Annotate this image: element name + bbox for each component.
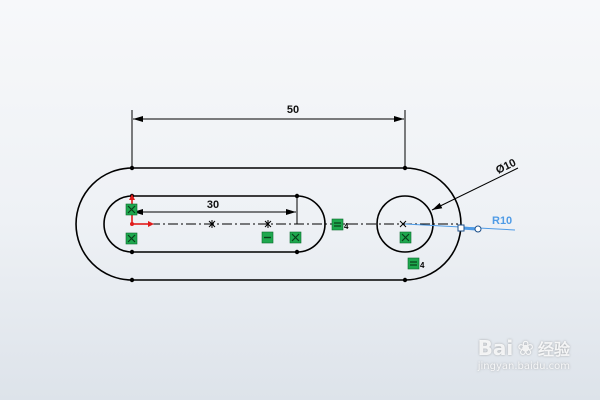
equal-relation-icon[interactable]: 4 (407, 257, 425, 270)
sketch-point[interactable] (129, 277, 135, 283)
dimension-overall-length[interactable]: 50 (131, 104, 406, 168)
dimension-hole-diameter[interactable]: Ø10 (431, 157, 519, 211)
horizontal-relation-icon[interactable] (261, 231, 274, 244)
coincident-relation-icon[interactable] (125, 232, 138, 245)
coincident-relation-icon[interactable] (289, 231, 302, 244)
sketch-point[interactable] (129, 249, 135, 255)
coincident-relation-icon[interactable] (125, 203, 138, 216)
dimension-arc-radius[interactable]: R10 (404, 215, 516, 233)
center-mark-icon[interactable] (399, 220, 407, 228)
equal-relation-icon[interactable]: 4 (331, 218, 349, 231)
sketch-point[interactable] (402, 277, 408, 283)
dimension-endpoint-handle[interactable] (474, 225, 482, 233)
dimension-arc-radius-value[interactable]: R10 (492, 215, 512, 227)
coincident-relation-icon[interactable] (399, 231, 412, 244)
dimension-slot-length-value[interactable]: 30 (207, 199, 219, 211)
center-mark-icon[interactable] (208, 220, 216, 228)
dimension-overall-length-value[interactable]: 50 (287, 104, 299, 116)
sketch-point[interactable] (294, 249, 300, 255)
sketch-point[interactable] (129, 165, 135, 171)
equal-relation-count: 4 (420, 261, 425, 270)
center-marks (208, 220, 407, 228)
dimension-drag-handle[interactable] (457, 224, 465, 232)
watermark-url: jingyan.baidu.com (477, 361, 570, 372)
paw-icon: ❀ (517, 336, 534, 360)
sketch-point[interactable] (294, 193, 300, 199)
center-mark-icon[interactable] (264, 220, 272, 228)
sketch-point[interactable] (402, 165, 408, 171)
dimension-slot-length[interactable]: 30 (133, 196, 298, 224)
watermark: Bai ❀ 经验 jingyan.baidu.com (478, 336, 570, 372)
watermark-brand-suffix: 经验 (537, 340, 570, 359)
watermark-brand: Bai (477, 336, 514, 360)
equal-relation-count: 4 (344, 222, 349, 231)
